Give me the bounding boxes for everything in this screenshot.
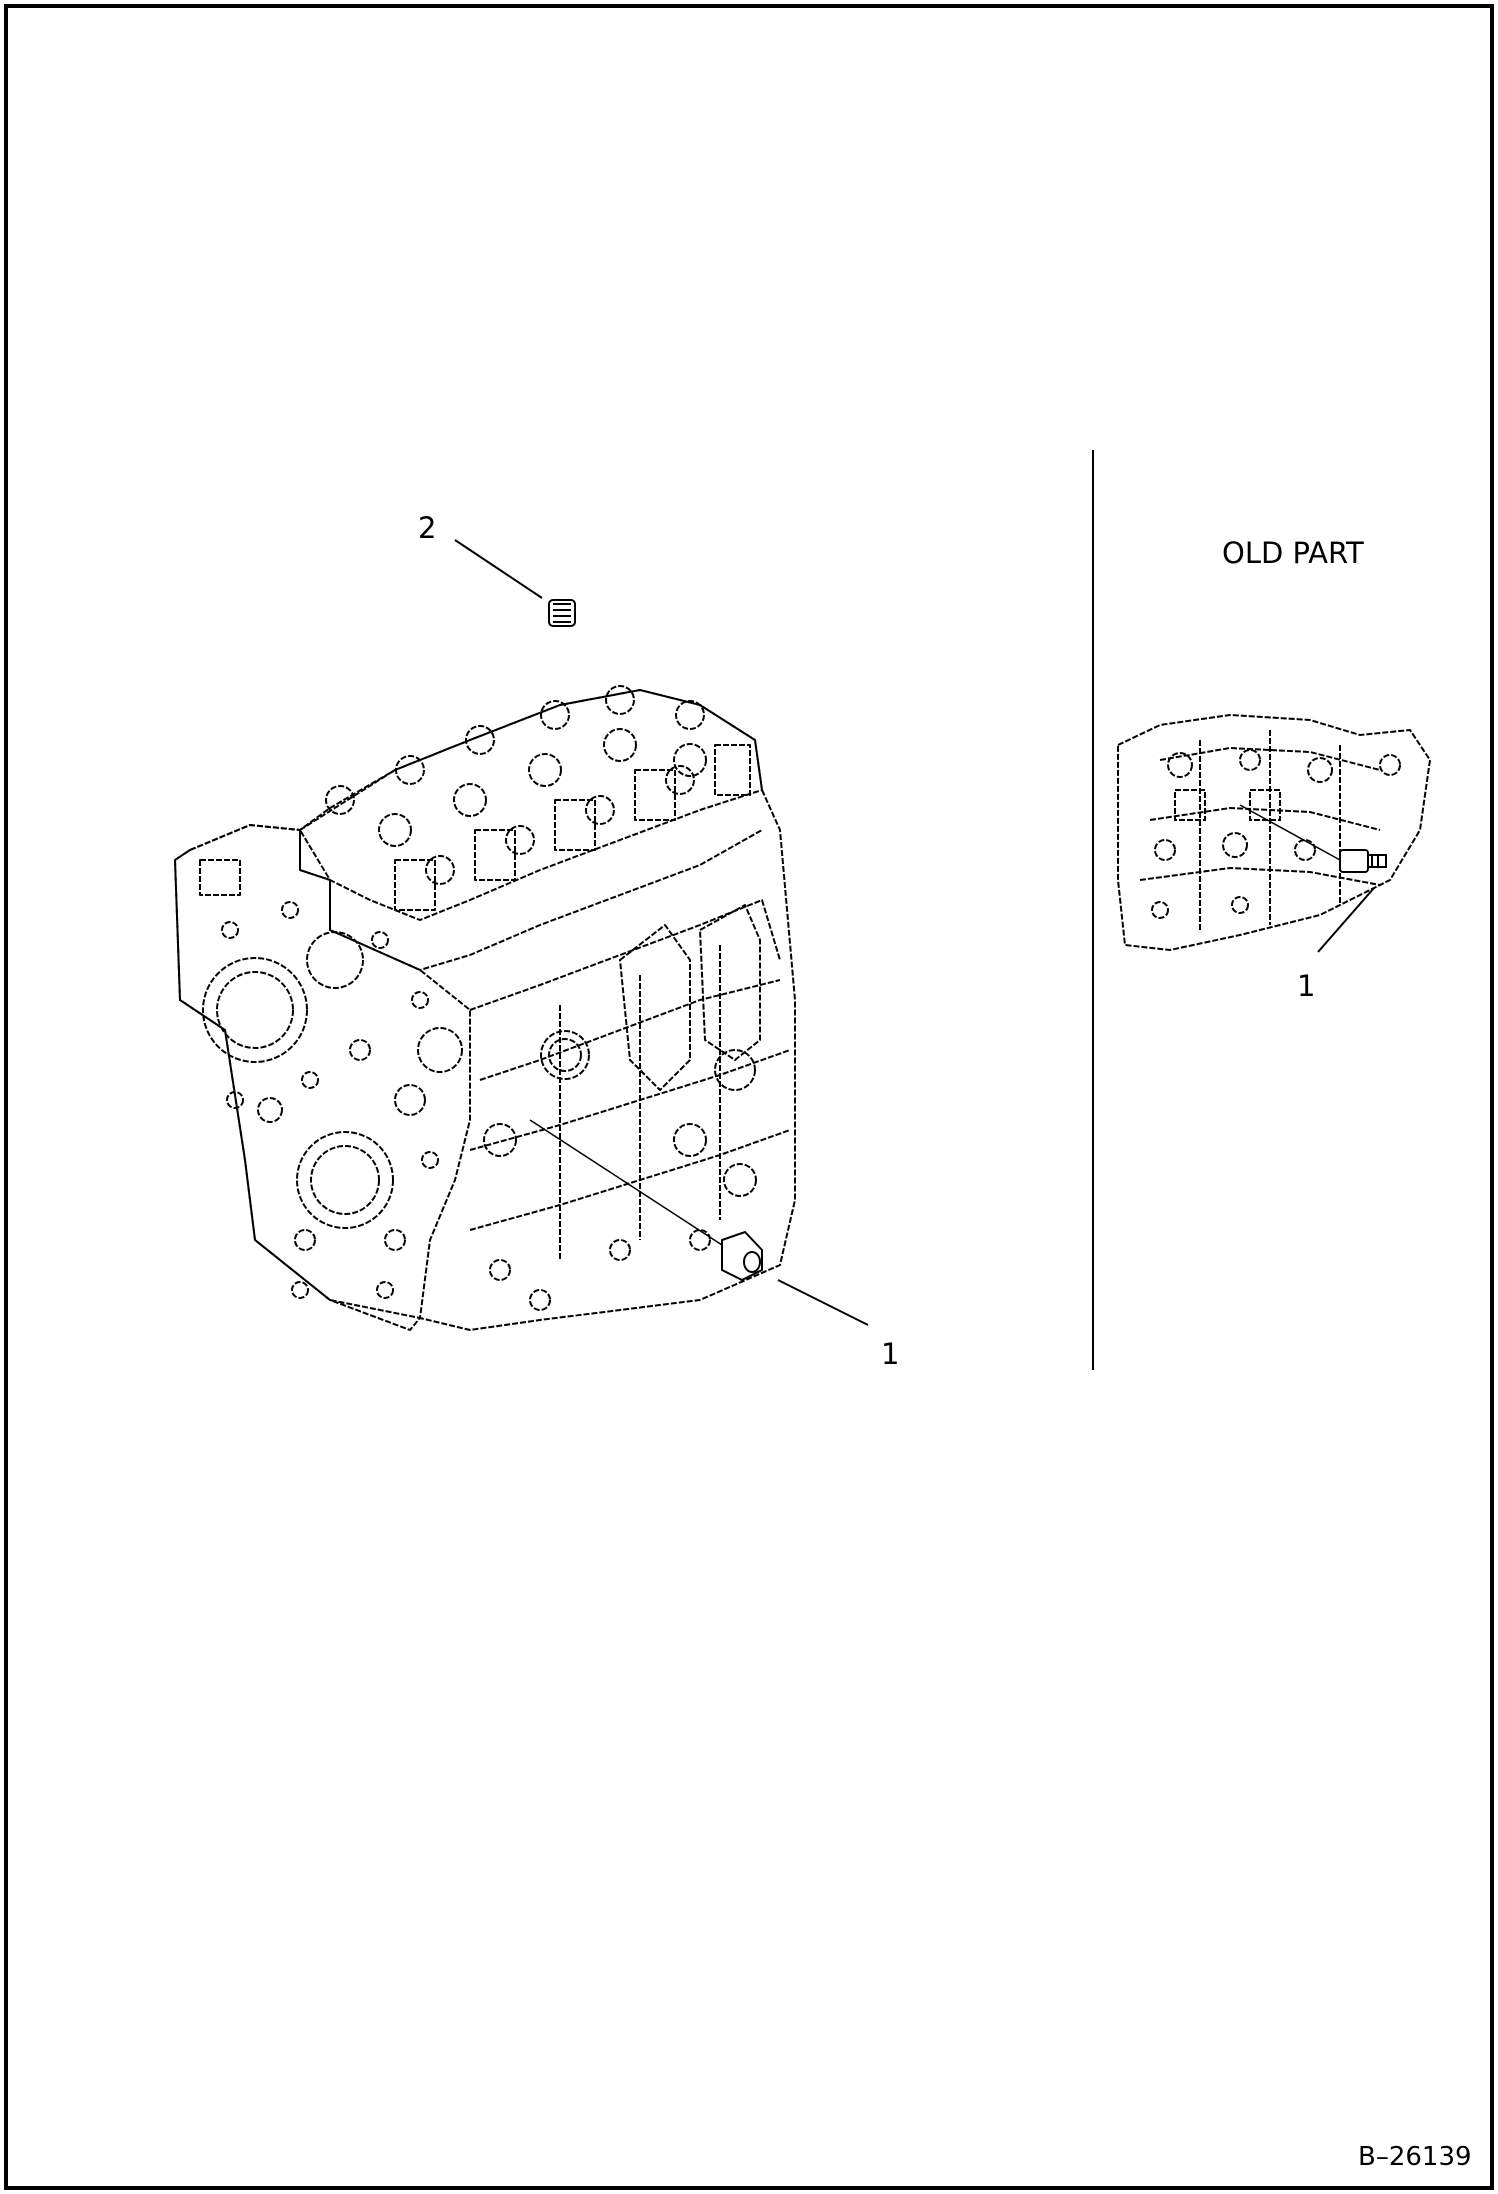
callout-label-1-inset: 1 <box>1297 969 1316 1003</box>
leader-line-2 <box>454 539 543 599</box>
leader-line-1-inset <box>1317 887 1375 953</box>
old-part-title: OLD PART <box>1222 536 1364 570</box>
inset-part-1-sensor <box>1339 849 1387 873</box>
page-border <box>4 4 1494 2190</box>
leader-line-1-main <box>777 1279 869 1326</box>
part-1-axis-line <box>529 1119 723 1246</box>
old-part-inset-drawing <box>1117 713 1432 952</box>
part-2-plug <box>548 599 576 627</box>
engine-block-drawing <box>174 685 796 1331</box>
part-1-sensor <box>721 1230 763 1282</box>
drawing-number: B–26139 <box>1358 2142 1472 2172</box>
callout-label-2: 2 <box>418 511 437 545</box>
inset-part-1-axis <box>1239 804 1341 861</box>
callout-label-1-main: 1 <box>881 1337 900 1371</box>
